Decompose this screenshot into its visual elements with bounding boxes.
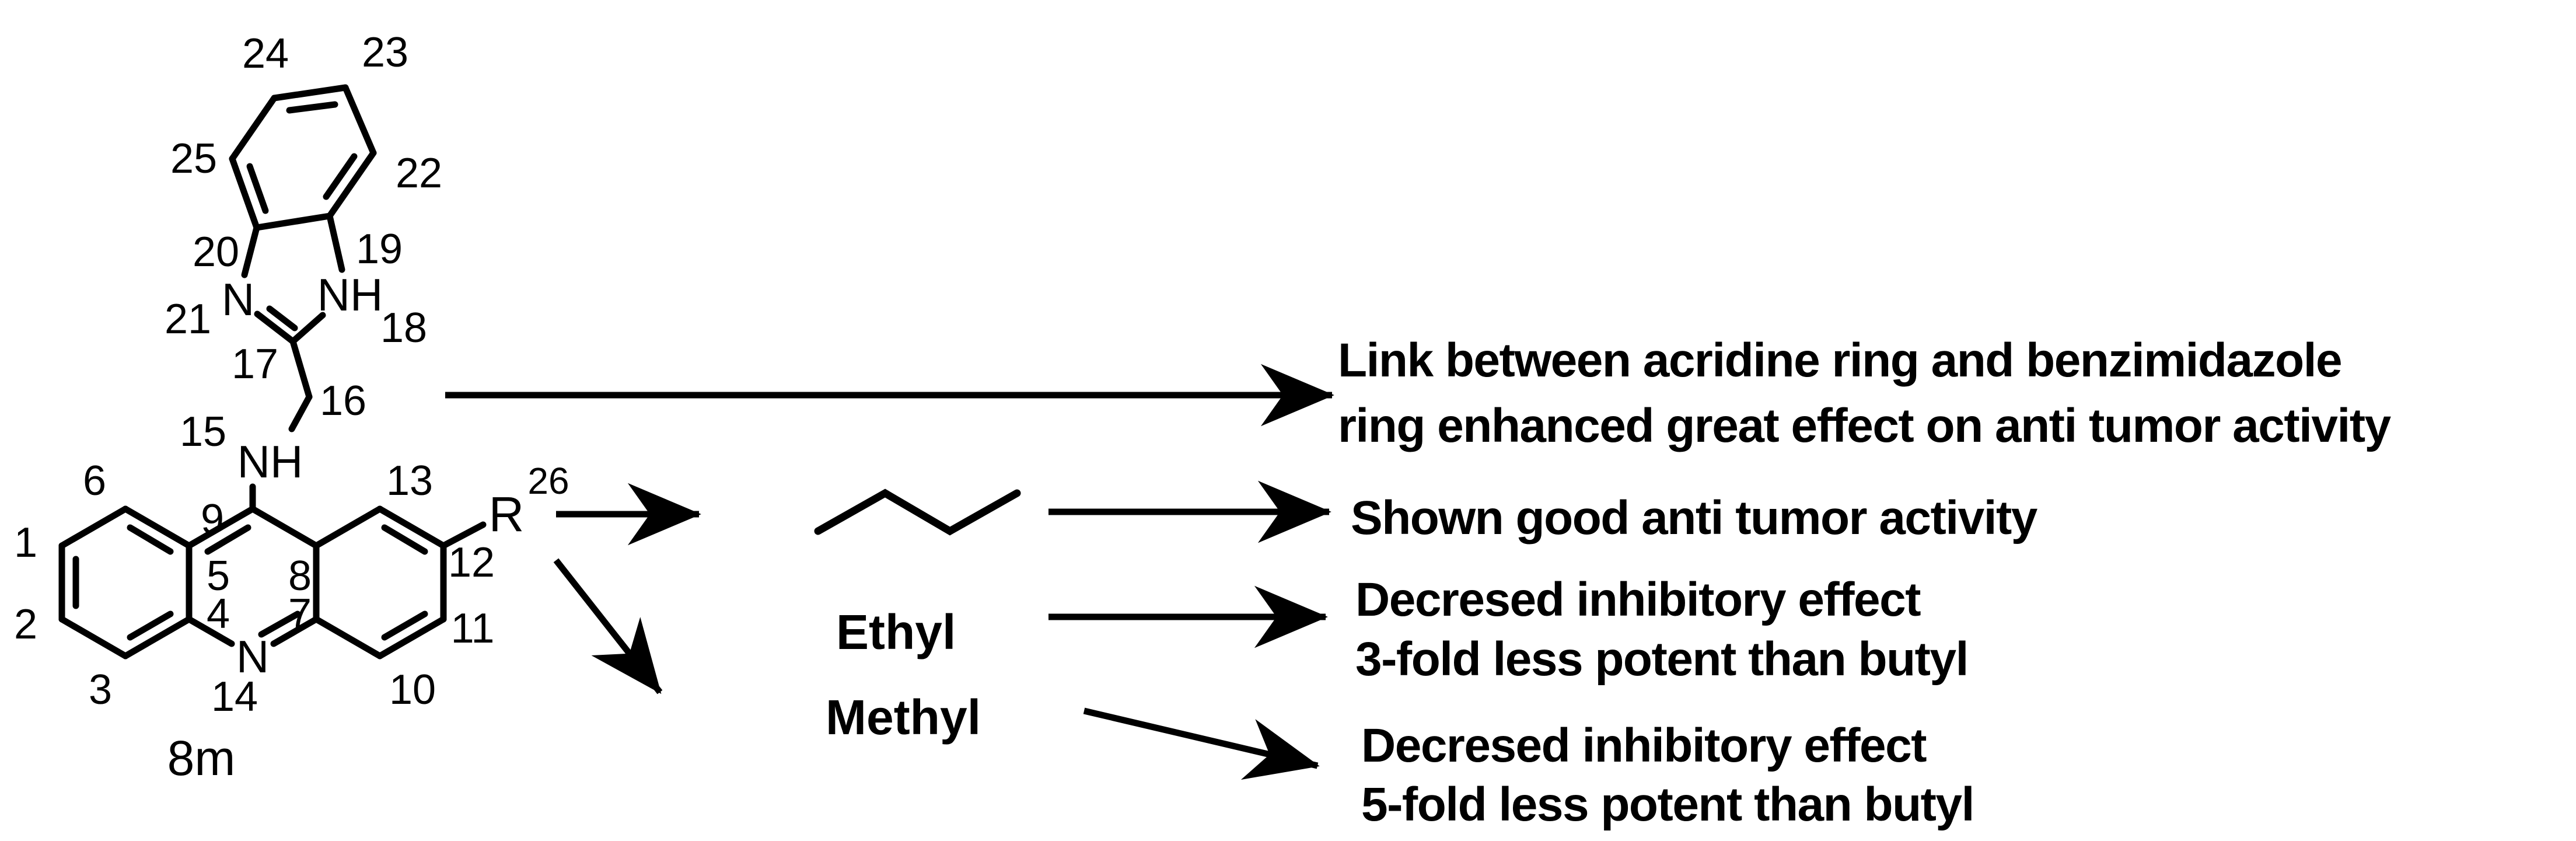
atom-number-21: 21 xyxy=(165,296,211,343)
bond xyxy=(186,616,235,647)
annotation-ethyl-line2: 3-fold less potent than butyl xyxy=(1355,633,1968,686)
bond xyxy=(313,505,383,549)
methyl-label: Methyl xyxy=(826,690,981,745)
bond xyxy=(342,84,377,156)
atom-number-14: 14 xyxy=(211,674,258,720)
linker-nh-label: NH xyxy=(237,436,303,487)
bond xyxy=(376,505,447,549)
double-bonds xyxy=(72,101,428,641)
double-bond xyxy=(246,163,269,214)
atom-number-6: 6 xyxy=(83,458,106,504)
bond xyxy=(289,312,326,345)
atom-number-22: 22 xyxy=(396,150,442,197)
atom-number-13: 13 xyxy=(386,458,433,504)
double-bond xyxy=(286,101,338,114)
double-bond xyxy=(381,610,428,641)
bond xyxy=(326,212,345,273)
arrows xyxy=(445,364,1334,780)
bond xyxy=(122,616,193,659)
bond xyxy=(326,149,377,219)
annotation-linker-line2: ring enhanced great effect on anti tumor… xyxy=(1338,399,2392,452)
atom-labels: NH NH N N R 8m xyxy=(167,269,525,786)
bond xyxy=(253,212,333,231)
compound-label: 8m xyxy=(167,731,236,786)
atom-number-26: 26 xyxy=(527,460,569,502)
bond xyxy=(241,224,260,278)
atom-number-10: 10 xyxy=(389,666,436,713)
atom-number-16: 16 xyxy=(320,378,366,424)
atom-number-3: 3 xyxy=(89,666,112,713)
imidazole-n-label: N xyxy=(222,274,254,325)
acridine-n-label: N xyxy=(236,631,269,682)
bond xyxy=(58,616,129,659)
bond xyxy=(271,84,349,102)
atom-number-20: 20 xyxy=(193,229,239,275)
atom-number-9: 9 xyxy=(201,496,224,543)
atom-number-11: 11 xyxy=(451,605,495,652)
annotation-methyl-line2: 5-fold less potent than butyl xyxy=(1361,778,1974,831)
atom-numbers: 24 23 25 22 20 19 21 18 17 15 16 6 13 1 … xyxy=(14,29,569,720)
double-bond xyxy=(204,524,251,555)
atom-number-8: 8 xyxy=(288,553,312,599)
ethyl-label: Ethyl xyxy=(836,605,956,659)
bond xyxy=(270,616,320,647)
annotation-methyl-line1: Decresed inhibitory effect xyxy=(1361,719,1927,772)
double-bond xyxy=(381,524,428,555)
bond xyxy=(229,95,278,162)
double-bond xyxy=(127,610,174,641)
atom-number-7: 7 xyxy=(288,591,312,637)
atom-number-17: 17 xyxy=(232,341,278,388)
atom-number-15: 15 xyxy=(180,409,226,455)
bond xyxy=(58,505,129,549)
arrow-r-to-alternatives xyxy=(553,558,663,695)
annotations: Link between acridine ring and benzimida… xyxy=(1338,334,2392,831)
double-bond xyxy=(323,153,358,200)
double-bond xyxy=(266,305,298,331)
bond xyxy=(254,310,296,345)
atom-number-25: 25 xyxy=(170,135,217,182)
annotation-linker-line1: Link between acridine ring and benzimida… xyxy=(1338,334,2341,387)
bond xyxy=(376,616,447,659)
atom-number-12: 12 xyxy=(448,539,495,586)
r-group-label: R xyxy=(489,487,525,542)
double-bond xyxy=(127,524,174,555)
atom-number-2: 2 xyxy=(14,601,37,648)
imidazole-nh-label: NH xyxy=(317,269,383,320)
bond xyxy=(313,616,383,659)
atom-number-23: 23 xyxy=(362,29,408,76)
atom-number-5: 5 xyxy=(207,553,230,599)
bond xyxy=(288,393,313,432)
bond xyxy=(186,505,256,549)
bond xyxy=(122,505,193,549)
bond xyxy=(289,338,313,400)
atom-number-19: 19 xyxy=(356,226,403,273)
annotation-ethyl-line1: Decresed inhibitory effect xyxy=(1355,573,1921,626)
bonds xyxy=(58,84,487,659)
atom-number-18: 18 xyxy=(380,305,427,351)
molecule-skeleton xyxy=(58,84,1021,659)
atom-number-24: 24 xyxy=(242,30,289,77)
bond-to-r-group xyxy=(440,521,487,549)
butyl-chain xyxy=(814,488,1021,536)
bond xyxy=(249,505,320,549)
bond xyxy=(229,155,260,231)
double-bond xyxy=(258,610,301,638)
annotation-butyl: Shown good anti tumor activity xyxy=(1351,491,2038,545)
arrow-methyl-to-note xyxy=(1083,707,1320,780)
atom-number-4: 4 xyxy=(207,591,230,637)
substituent-labels: Ethyl Methyl xyxy=(826,605,981,745)
atom-number-1: 1 xyxy=(14,519,37,566)
